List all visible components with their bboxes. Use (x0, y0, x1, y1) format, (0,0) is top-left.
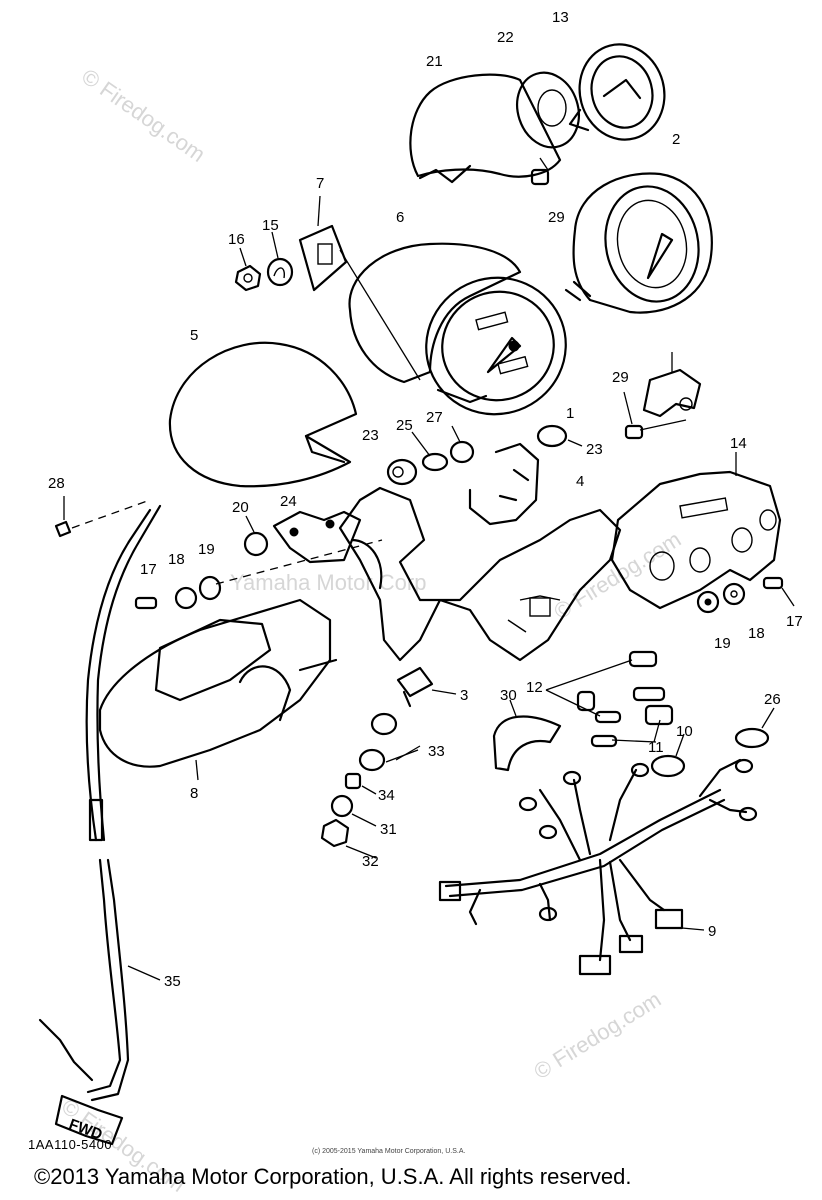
callout-3: 3 (460, 687, 468, 704)
callout-22: 22 (497, 29, 514, 46)
part-5-meter-cover (168, 341, 358, 488)
part-10-bulb (650, 733, 686, 778)
callout-17-right: 17 (786, 613, 803, 630)
callout-34: 34 (378, 787, 395, 804)
part-19-nut-left (198, 575, 222, 601)
callout-35: 35 (164, 973, 181, 990)
small-copyright-notice: (c) 2005-2015 Yamaha Motor Corporation, … (312, 1148, 466, 1155)
callout-16: 16 (228, 231, 245, 248)
callout-2: 2 (672, 131, 680, 148)
callout-1: 1 (566, 405, 574, 422)
part-3-bolt (396, 666, 457, 708)
part-13-gauge (568, 43, 666, 141)
callout-14: 14 (730, 435, 747, 452)
part-16-nut (234, 247, 262, 292)
part-7-bracket (298, 195, 421, 381)
callout-20: 20 (232, 499, 249, 516)
part-18-washer-right (722, 582, 746, 606)
part-6-meter-cup (348, 242, 522, 384)
part-19-nut-right (696, 590, 720, 614)
callout-8: 8 (190, 785, 198, 802)
watermark-text: Yamaha Motor Corp (230, 570, 426, 595)
callout-7: 7 (316, 175, 324, 192)
watermark-text: © Firedog.com (529, 986, 665, 1084)
callout-5: 5 (190, 327, 198, 344)
callout-19-left: 19 (198, 541, 215, 558)
callout-32: 32 (362, 853, 379, 870)
callout-33: 33 (428, 743, 445, 760)
callout-17-left: 17 (140, 561, 157, 578)
diagram-part-code: 1AA110-5400 (28, 1137, 113, 1152)
part-2-speedometer (564, 172, 713, 314)
callout-31: 31 (380, 821, 397, 838)
watermark-group: © Firedog.com © Firedog.com © Firedog.co… (57, 64, 685, 1197)
part-11-bulb (590, 704, 674, 748)
part-14-panel (610, 452, 782, 610)
part-22-ring (516, 71, 580, 149)
part-18-washer-left (174, 586, 198, 610)
callout-19-right: 19 (714, 635, 731, 652)
part-29-screw (530, 157, 550, 186)
callout-9: 9 (708, 923, 716, 940)
part-36-bracket (642, 352, 702, 418)
part-12-socket (545, 650, 666, 717)
part-4-meter-bracket (338, 442, 622, 662)
callout-30: 30 (500, 687, 517, 704)
part-23-grommet-right (536, 424, 583, 448)
part-23-grommet (386, 458, 418, 486)
callout-15: 15 (262, 217, 279, 234)
part-34-collar (344, 772, 377, 795)
part-31-washer (330, 794, 377, 827)
part-33-grommet (358, 712, 421, 772)
callout-29-right: 29 (612, 369, 629, 386)
part-25-collar (411, 431, 449, 472)
part-20-nut (243, 515, 269, 557)
copyright-notice: ©2013 Yamaha Motor Corporation, U.S.A. A… (34, 1164, 632, 1189)
callout-26: 26 (764, 691, 781, 708)
callout-labels: 13 22 21 2 7 29 16 15 6 5 29 1 23 25 27 … (48, 9, 803, 990)
part-8-lower-housing (98, 598, 338, 781)
callout-18-right: 18 (748, 625, 765, 642)
callout-23-left: 23 (362, 427, 379, 444)
part-28-screw (54, 496, 151, 538)
callout-18-left: 18 (168, 551, 185, 568)
callout-25: 25 (396, 417, 413, 434)
part-35-speedo-cable (38, 504, 162, 1102)
callout-4: 4 (576, 473, 584, 490)
part-24-bracket (272, 510, 383, 590)
watermark-text: © Firedog.com (77, 64, 210, 167)
callout-13: 13 (552, 9, 569, 26)
part-27-grommet (449, 425, 475, 464)
callout-10: 10 (676, 723, 693, 740)
callout-11: 11 (648, 739, 664, 756)
part-17-bolt-right (762, 576, 795, 607)
callout-12: 12 (526, 679, 543, 696)
callout-23-right: 23 (586, 441, 603, 458)
part-9-wire-harness (438, 758, 758, 976)
part-30-cover (492, 699, 562, 772)
callout-28: 28 (48, 475, 65, 492)
part-1-meter-assembly (425, 276, 567, 416)
part-29-screw-right (623, 391, 687, 440)
callout-29-top: 29 (548, 209, 565, 226)
part-26-bulb (734, 707, 775, 749)
callout-21: 21 (426, 53, 443, 70)
part-32-nut (320, 818, 377, 859)
part-17-bolt-left (134, 596, 158, 610)
callout-27: 27 (426, 409, 443, 426)
part-21-meter-cover (409, 73, 562, 184)
part-15-washer (266, 231, 294, 287)
callout-6: 6 (396, 209, 404, 226)
callout-24: 24 (280, 493, 297, 510)
